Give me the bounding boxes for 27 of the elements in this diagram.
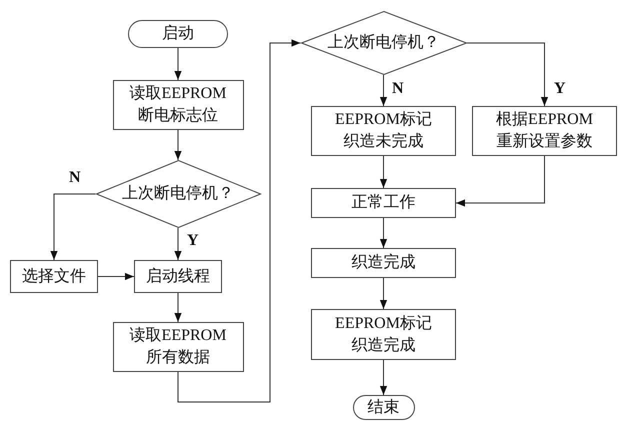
- arrow: [380, 156, 388, 188]
- process-box: 织造完成: [311, 248, 456, 278]
- process-box: 正常工作: [311, 188, 456, 218]
- start-terminal: 启动: [128, 20, 228, 48]
- arrow: [174, 48, 182, 80]
- decision-diamond: 上次断电停机？: [96, 160, 260, 228]
- decision-diamond: 上次断电停机？: [300, 11, 466, 75]
- arrow: [456, 156, 545, 207]
- arrow: [174, 228, 182, 260]
- process-box: 选择文件: [10, 260, 98, 293]
- arrow: [380, 218, 388, 248]
- process-box: 启动线程: [134, 260, 222, 293]
- process-box: EEPROM标记织造未完成: [311, 106, 456, 156]
- arrow: [178, 39, 301, 402]
- arrow: [466, 42, 548, 106]
- arrow: [174, 130, 182, 160]
- arrow: [380, 360, 388, 396]
- arrow: [50, 194, 96, 260]
- process-box: 根据EEPROM重新设置参数: [472, 106, 617, 156]
- process-box: 读取EEPROM所有数据: [112, 322, 244, 372]
- process-box: 读取EEPROM断电标志位: [112, 80, 244, 130]
- arrow: [380, 278, 388, 310]
- arrow: [380, 74, 388, 106]
- process-box: EEPROM标记织造完成: [311, 309, 456, 360]
- end-terminal: 结束: [352, 395, 414, 420]
- arrow: [98, 272, 134, 280]
- arrow: [174, 292, 182, 322]
